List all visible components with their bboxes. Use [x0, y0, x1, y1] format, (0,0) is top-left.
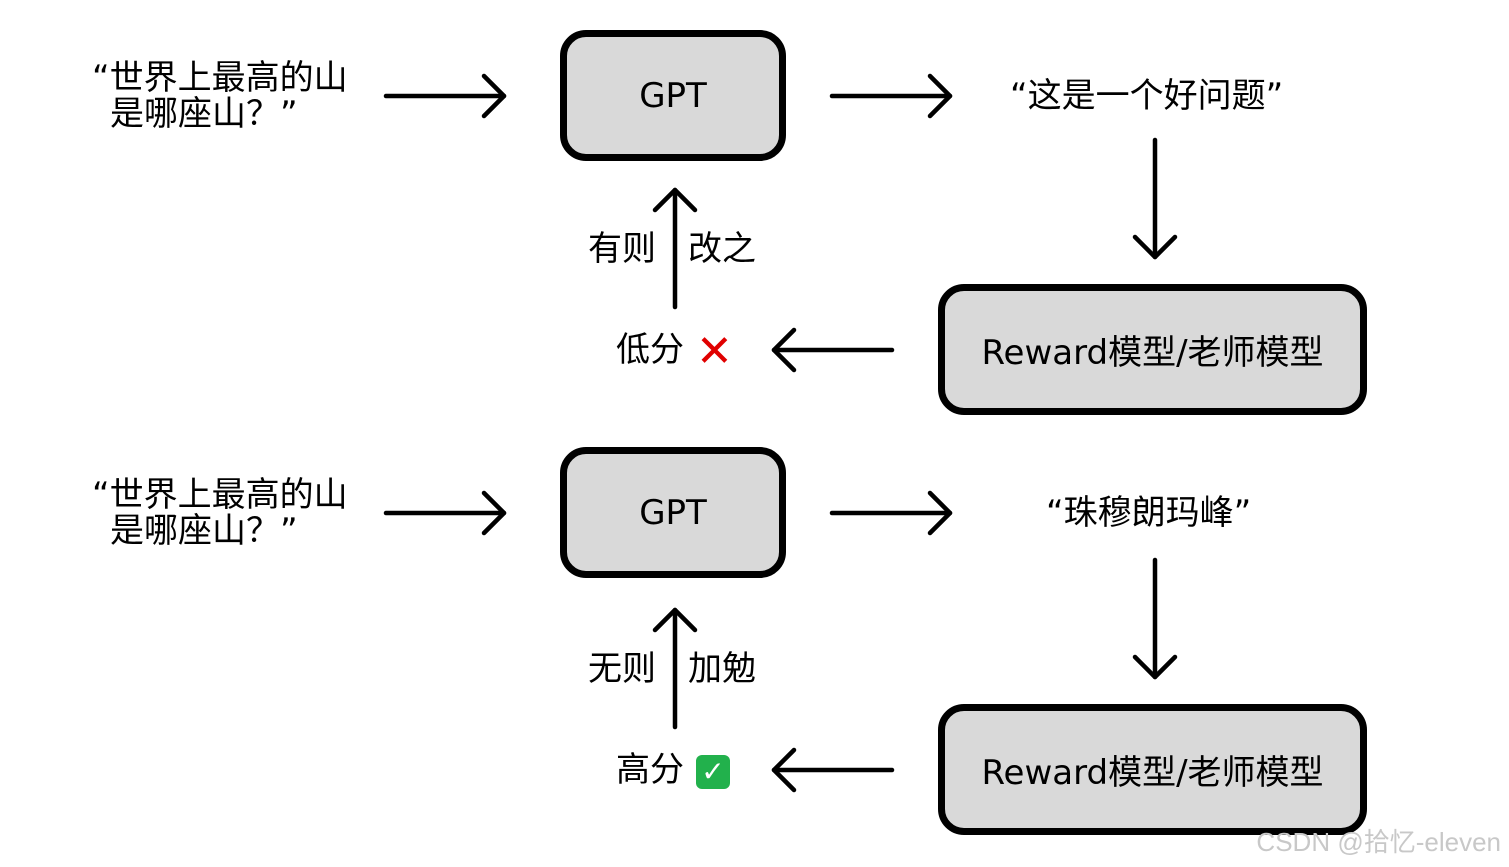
arrow-score-to-gpt-1	[652, 187, 698, 310]
score-text: 低分	[616, 330, 684, 370]
arrow-score-to-gpt-2	[652, 607, 698, 730]
reward-model-label: Reward模型/老师模型	[981, 333, 1324, 373]
question-line-2: 是哪座山？”	[110, 94, 298, 134]
score-label: 低分 ✕	[616, 325, 733, 377]
arrow-question-to-gpt-1	[383, 73, 507, 119]
arrow-reward-to-score-1	[771, 327, 895, 373]
gpt-label: GPT	[639, 492, 707, 533]
question-text: “世界上最高的山 是哪座山？”	[92, 60, 348, 132]
gpt-box: GPT	[560, 30, 786, 161]
question-line-1: “世界上最高的山	[92, 58, 348, 98]
arrow-gpt-to-answer-1	[829, 73, 953, 119]
reward-model-label: Reward模型/老师模型	[981, 753, 1324, 793]
answer-text: “这是一个好问题”	[1010, 76, 1284, 116]
arrow-gpt-to-answer-2	[829, 490, 953, 536]
feedback-left: 有则	[588, 229, 656, 269]
feedback-right: 加勉	[688, 649, 756, 689]
gpt-box: GPT	[560, 447, 786, 578]
score-label: 高分 ✓	[616, 752, 730, 789]
arrow-answer-to-reward-2	[1132, 557, 1178, 680]
question-line-1: “世界上最高的山	[92, 475, 348, 515]
question-line-2: 是哪座山？”	[110, 511, 298, 551]
arrow-reward-to-score-2	[771, 747, 895, 793]
green-check-icon: ✓	[696, 754, 730, 789]
gpt-label: GPT	[639, 75, 707, 116]
red-cross-icon: ✕	[696, 325, 733, 377]
feedback-left: 无则	[588, 649, 656, 689]
reward-model-box: Reward模型/老师模型	[938, 284, 1367, 415]
answer-text: “珠穆朗玛峰”	[1046, 493, 1252, 533]
question-text: “世界上最高的山 是哪座山？”	[92, 477, 348, 549]
reward-model-box: Reward模型/老师模型	[938, 704, 1367, 835]
arrow-question-to-gpt-2	[383, 490, 507, 536]
arrow-answer-to-reward-1	[1132, 137, 1178, 260]
score-text: 高分	[616, 750, 684, 790]
watermark: CSDN @拾忆-eleven	[1256, 827, 1501, 857]
feedback-right: 改之	[688, 229, 756, 269]
